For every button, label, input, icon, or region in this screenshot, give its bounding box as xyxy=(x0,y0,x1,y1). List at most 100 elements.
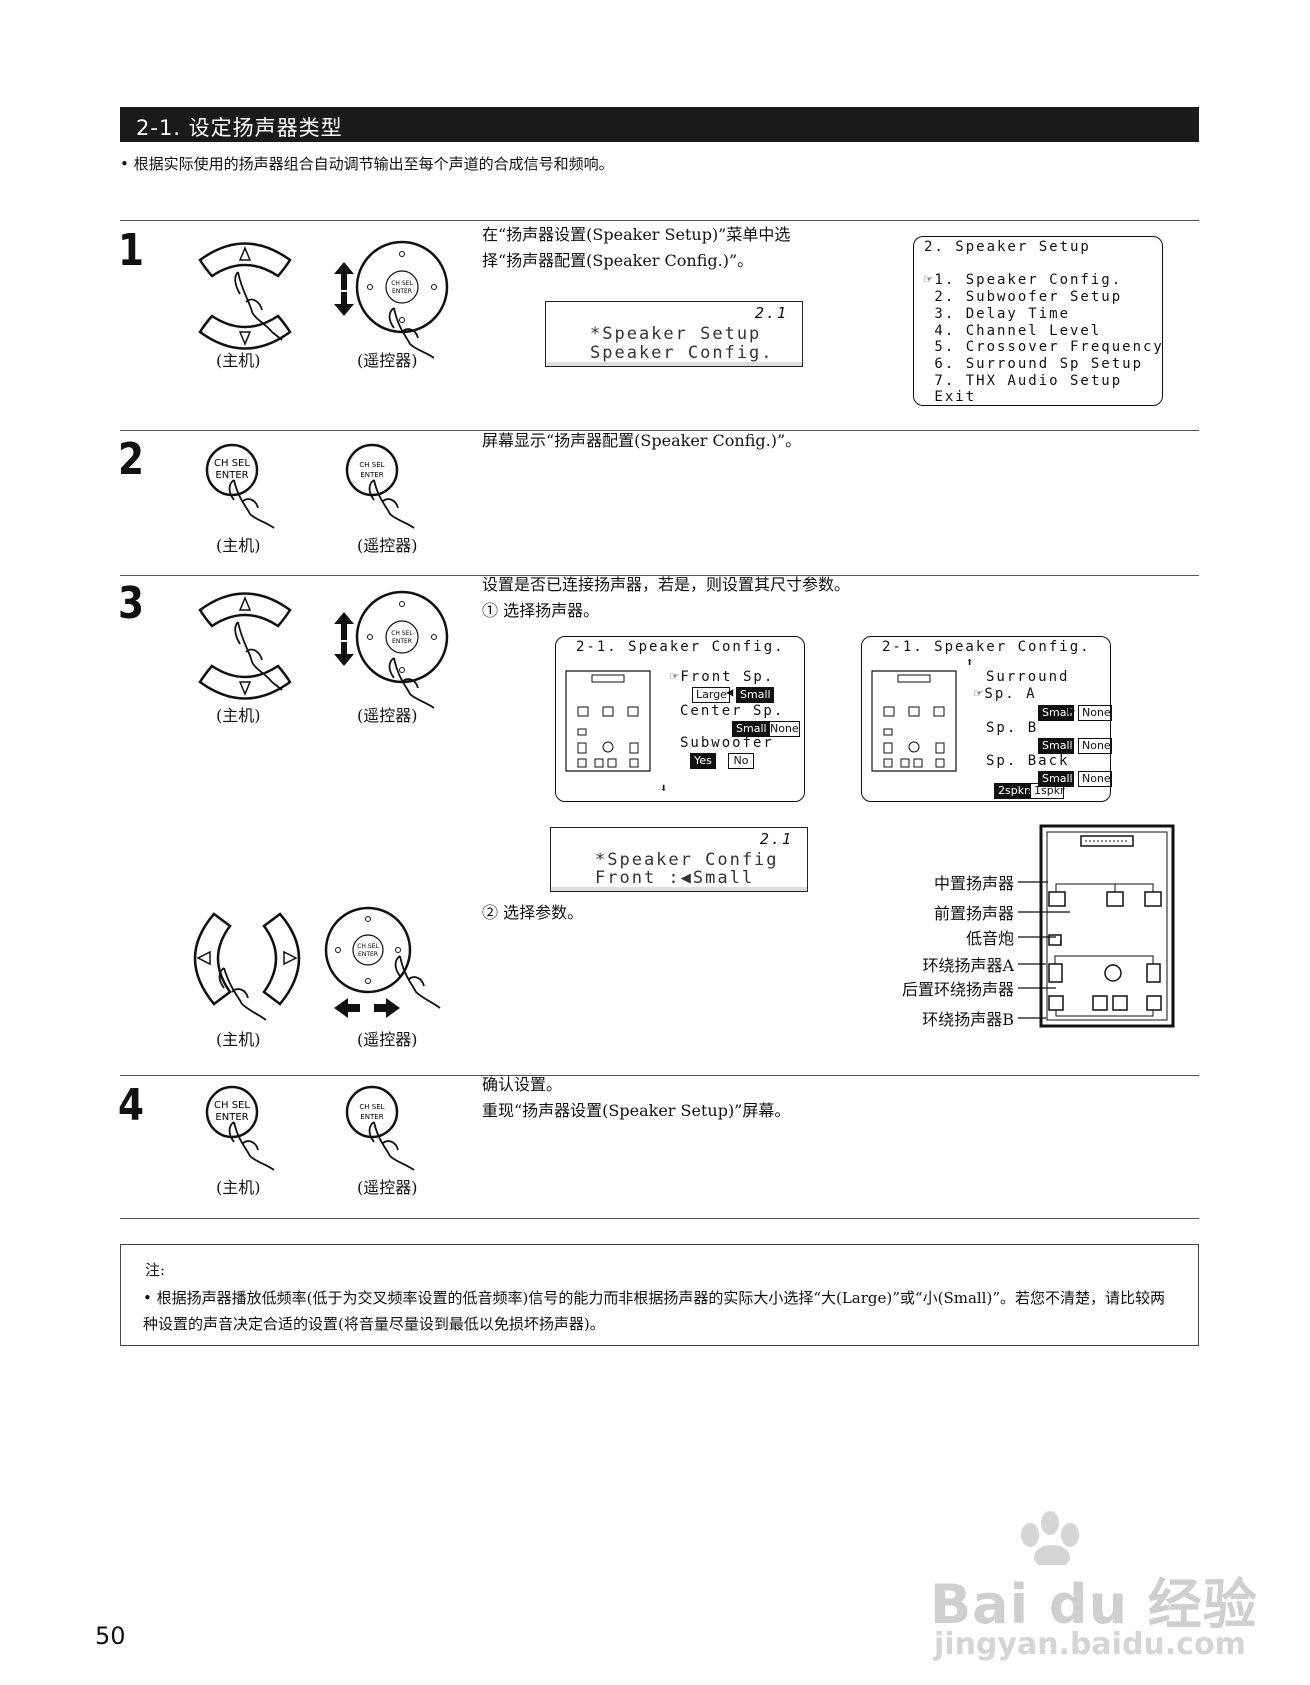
label-rear-surround: 后置环绕扬声器 xyxy=(901,980,1014,999)
menu-item[interactable]: 6. Surround Sp Setup xyxy=(924,356,1144,372)
divider xyxy=(120,1075,1199,1076)
caption-main-unit: (主机) xyxy=(216,706,261,725)
step-1-instruction: 在“扬声器设置(Speaker Setup)”菜单中选 择“扬声器配置(Spea… xyxy=(482,225,791,270)
option-yes[interactable]: Yes xyxy=(690,753,716,769)
triangle-left-icon: ◀ xyxy=(726,685,736,699)
option-small[interactable]: Small xyxy=(1038,738,1074,754)
remote-dpad-icon: CH SEL ENTER xyxy=(334,240,449,359)
option-small[interactable]: Small xyxy=(1038,705,1074,721)
note-box: 注: • 根据扬声器播放低频率(低于为交叉频率设置的低音频率)信号的能力而非根据… xyxy=(120,1244,1199,1346)
sp-a-label: ☞Sp. A xyxy=(974,686,1037,702)
label-center-speaker: 中置扬声器 xyxy=(933,874,1014,893)
svg-text:CH SEL: CH SEL xyxy=(359,461,384,469)
svg-text:ENTER: ENTER xyxy=(360,471,383,479)
speaker-layout-diagram xyxy=(1039,824,1175,1028)
option-none[interactable]: None xyxy=(1078,771,1112,787)
svg-text:CH SEL: CH SEL xyxy=(391,630,413,637)
section-header: 2-1. 设定扬声器类型 xyxy=(120,107,1199,142)
menu-item[interactable]: Exit xyxy=(924,389,977,405)
front-sp-label: ☞Front Sp. xyxy=(670,669,775,685)
step-2-instruction: 屏幕显示“扬声器配置(Speaker Config.)”。 xyxy=(482,431,802,450)
step-number-1: 1 xyxy=(118,225,145,276)
speaker-config-screen-front: 2-1. Speaker Config. ☞Front Sp. Large ◀ … xyxy=(555,636,805,802)
screen-title: 2-1. Speaker Config. xyxy=(882,639,1091,655)
sp-b-label: Sp. B xyxy=(986,720,1039,736)
surround-label: Surround xyxy=(986,669,1070,685)
option-none[interactable]: None xyxy=(1078,705,1112,721)
step-3-sub-instruction: ② 选择参数。 xyxy=(482,903,584,922)
label-surround-b: 环绕扬声器B xyxy=(922,1010,1014,1029)
divider xyxy=(120,1218,1199,1219)
lcd-display: 2.1 *Speaker Setup Speaker Config. xyxy=(545,301,803,367)
label-subwoofer: 低音炮 xyxy=(965,929,1014,948)
up-down-keys-icon xyxy=(198,592,292,700)
intro-text: • 根据实际使用的扬声器组合自动调节输出至每个声道的合成信号和频响。 xyxy=(120,155,614,173)
speaker-config-screen-surround: 2-1. Speaker Config. ⬆ Surround ☞Sp. A S… xyxy=(861,636,1112,802)
menu-item[interactable]: 4. Channel Level xyxy=(924,323,1102,339)
svg-text:CH SEL: CH SEL xyxy=(391,280,413,287)
enter-button-icon: CH SEL ENTER xyxy=(205,443,275,529)
watermark-brand: Bai du 经验 xyxy=(930,1573,1258,1636)
svg-text:ENTER: ENTER xyxy=(360,1113,383,1121)
step-3-instruction: 设置是否已连接扬声器，若是，则设置其尺寸参数。 ① 选择扬声器。 xyxy=(482,575,851,620)
remote-dpad-icon: CH SEL ENTER xyxy=(324,906,441,1018)
remote-dpad-icon: CH SEL ENTER xyxy=(334,590,449,709)
option-1spkr[interactable]: 1spkr xyxy=(1030,783,1065,799)
sp-back-label: Sp. Back xyxy=(986,753,1070,769)
option-none[interactable]: None xyxy=(1078,738,1112,754)
option-small[interactable]: Small xyxy=(1038,771,1074,787)
enter-button-icon: CH SEL ENTER xyxy=(205,1085,275,1171)
speaker-setup-menu-screen: 2. Speaker Setup ☞1. Speaker Config. 2. … xyxy=(913,236,1163,406)
subwoofer-label: Subwoofer xyxy=(680,735,774,751)
caption-remote: (遥控器) xyxy=(357,351,418,370)
menu-title: 2. Speaker Setup xyxy=(924,239,1091,255)
triangle-right-icon: ▶ xyxy=(1068,703,1078,717)
option-large[interactable]: Large xyxy=(692,687,730,703)
center-sp-label: Center Sp. xyxy=(680,703,785,719)
remote-enter-icon: CH SEL ENTER xyxy=(345,1085,415,1171)
caption-main-unit: (主机) xyxy=(216,351,261,370)
label-front-speaker: 前置扬声器 xyxy=(933,904,1014,923)
option-small[interactable]: Small xyxy=(732,721,770,737)
baidu-watermark: Bai du 经验 jingyan.baidu.com xyxy=(930,1505,1260,1665)
caption-main-unit: (主机) xyxy=(216,1178,261,1197)
svg-text:CH SEL: CH SEL xyxy=(214,458,250,469)
svg-text:CH SEL: CH SEL xyxy=(359,1103,384,1111)
diagram-leader-lines xyxy=(1018,881,1070,1019)
remote-enter-icon: CH SEL ENTER xyxy=(345,443,415,529)
svg-text:ENTER: ENTER xyxy=(215,470,248,481)
step-4-instruction: 确认设置。 重现“扬声器设置(Speaker Setup)”屏幕。 xyxy=(482,1075,791,1120)
step-number-3: 3 xyxy=(118,578,145,629)
up-down-keys-icon xyxy=(198,242,292,350)
svg-text:ENTER: ENTER xyxy=(392,288,412,295)
menu-item[interactable]: 7. THX Audio Setup xyxy=(924,373,1123,389)
watermark-url: jingyan.baidu.com xyxy=(934,1627,1246,1662)
svg-text:ENTER: ENTER xyxy=(392,638,412,645)
caption-main-unit: (主机) xyxy=(216,536,261,555)
menu-item[interactable]: 2. Subwoofer Setup xyxy=(924,289,1123,305)
menu-item[interactable]: ☞1. Speaker Config. xyxy=(924,272,1123,288)
svg-text:ENTER: ENTER xyxy=(358,951,378,958)
step-number-4: 4 xyxy=(118,1080,145,1131)
svg-text:ENTER: ENTER xyxy=(215,1112,248,1123)
scroll-up-icon: ⬆ xyxy=(966,655,976,669)
section-title: 2-1. 设定扬声器类型 xyxy=(136,116,343,140)
caption-remote: (遥控器) xyxy=(357,1030,418,1049)
menu-item[interactable]: 3. Delay Time xyxy=(924,306,1071,322)
option-2spkrs[interactable]: 2spkrs xyxy=(994,783,1034,799)
note-label: 注: xyxy=(145,1261,166,1279)
menu-item[interactable]: 5. Crossover Frequency xyxy=(924,339,1164,355)
caption-remote: (遥控器) xyxy=(357,536,418,555)
divider xyxy=(120,575,1199,576)
note-text: • 根据扬声器播放低频率(低于为交叉频率设置的低音频率)信号的能力而非根据扬声器… xyxy=(143,1289,1165,1333)
caption-remote: (遥控器) xyxy=(357,1178,418,1197)
svg-text:CH SEL: CH SEL xyxy=(357,943,379,950)
option-none[interactable]: None xyxy=(766,721,800,737)
option-no[interactable]: No xyxy=(728,753,754,769)
paw-logo-icon xyxy=(1021,1511,1079,1565)
lcd-display: 2.1 *Speaker Config Front :◀Small xyxy=(550,827,808,892)
divider xyxy=(120,220,1199,221)
page-number: 50 xyxy=(95,1622,126,1650)
divider xyxy=(120,430,1199,431)
option-small[interactable]: Small xyxy=(736,687,774,703)
